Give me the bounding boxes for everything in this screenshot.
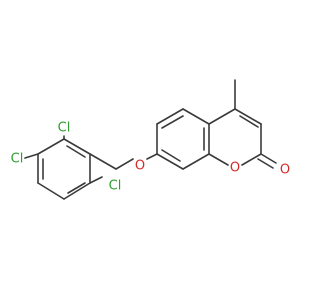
bond-to-cl-left	[24, 153, 39, 159]
double-bond-inner	[161, 115, 184, 129]
bond-ch2-to-o	[115, 158, 134, 170]
bond	[37, 138, 65, 155]
double-bond-inner	[66, 145, 86, 158]
bond-o-to-coumarin	[146, 153, 158, 160]
bond	[63, 138, 91, 155]
atom-o-carbonyl: O	[280, 163, 290, 178]
molecule-diagram: Cl Cl Cl O O O	[10, 79, 291, 200]
double-bond-inner	[67, 182, 86, 194]
pyrone-ring	[208, 108, 262, 166]
double-bond-inner	[239, 115, 259, 128]
bond	[182, 108, 210, 125]
bond	[37, 182, 65, 200]
atom-cl-bottom: Cl	[109, 179, 122, 194]
bond-c2-to-o-ring	[241, 153, 262, 166]
carbonyl-bond-2	[257, 158, 274, 169]
trichlorophenyl-ring	[37, 138, 91, 200]
bond-o-ring-to-c8a	[208, 153, 229, 166]
carbonyl-bond	[260, 153, 277, 164]
bond-to-cl-bottom-base	[89, 176, 103, 184]
double-bond-inner	[161, 149, 181, 162]
atom-o-ring: O	[230, 161, 240, 176]
atom-o-ether: O	[135, 159, 145, 174]
bond	[156, 108, 184, 125]
bond	[156, 153, 184, 170]
atom-cl-left: Cl	[11, 152, 24, 167]
bond	[234, 108, 262, 125]
bond	[182, 153, 210, 170]
structure-svg: Cl Cl Cl O O O	[11, 79, 290, 200]
bond	[63, 182, 91, 200]
coumarin-benzo-ring	[156, 108, 210, 170]
bond	[208, 108, 236, 125]
atom-cl-top: Cl	[58, 121, 71, 136]
bond-ring-to-ch2	[89, 153, 117, 170]
